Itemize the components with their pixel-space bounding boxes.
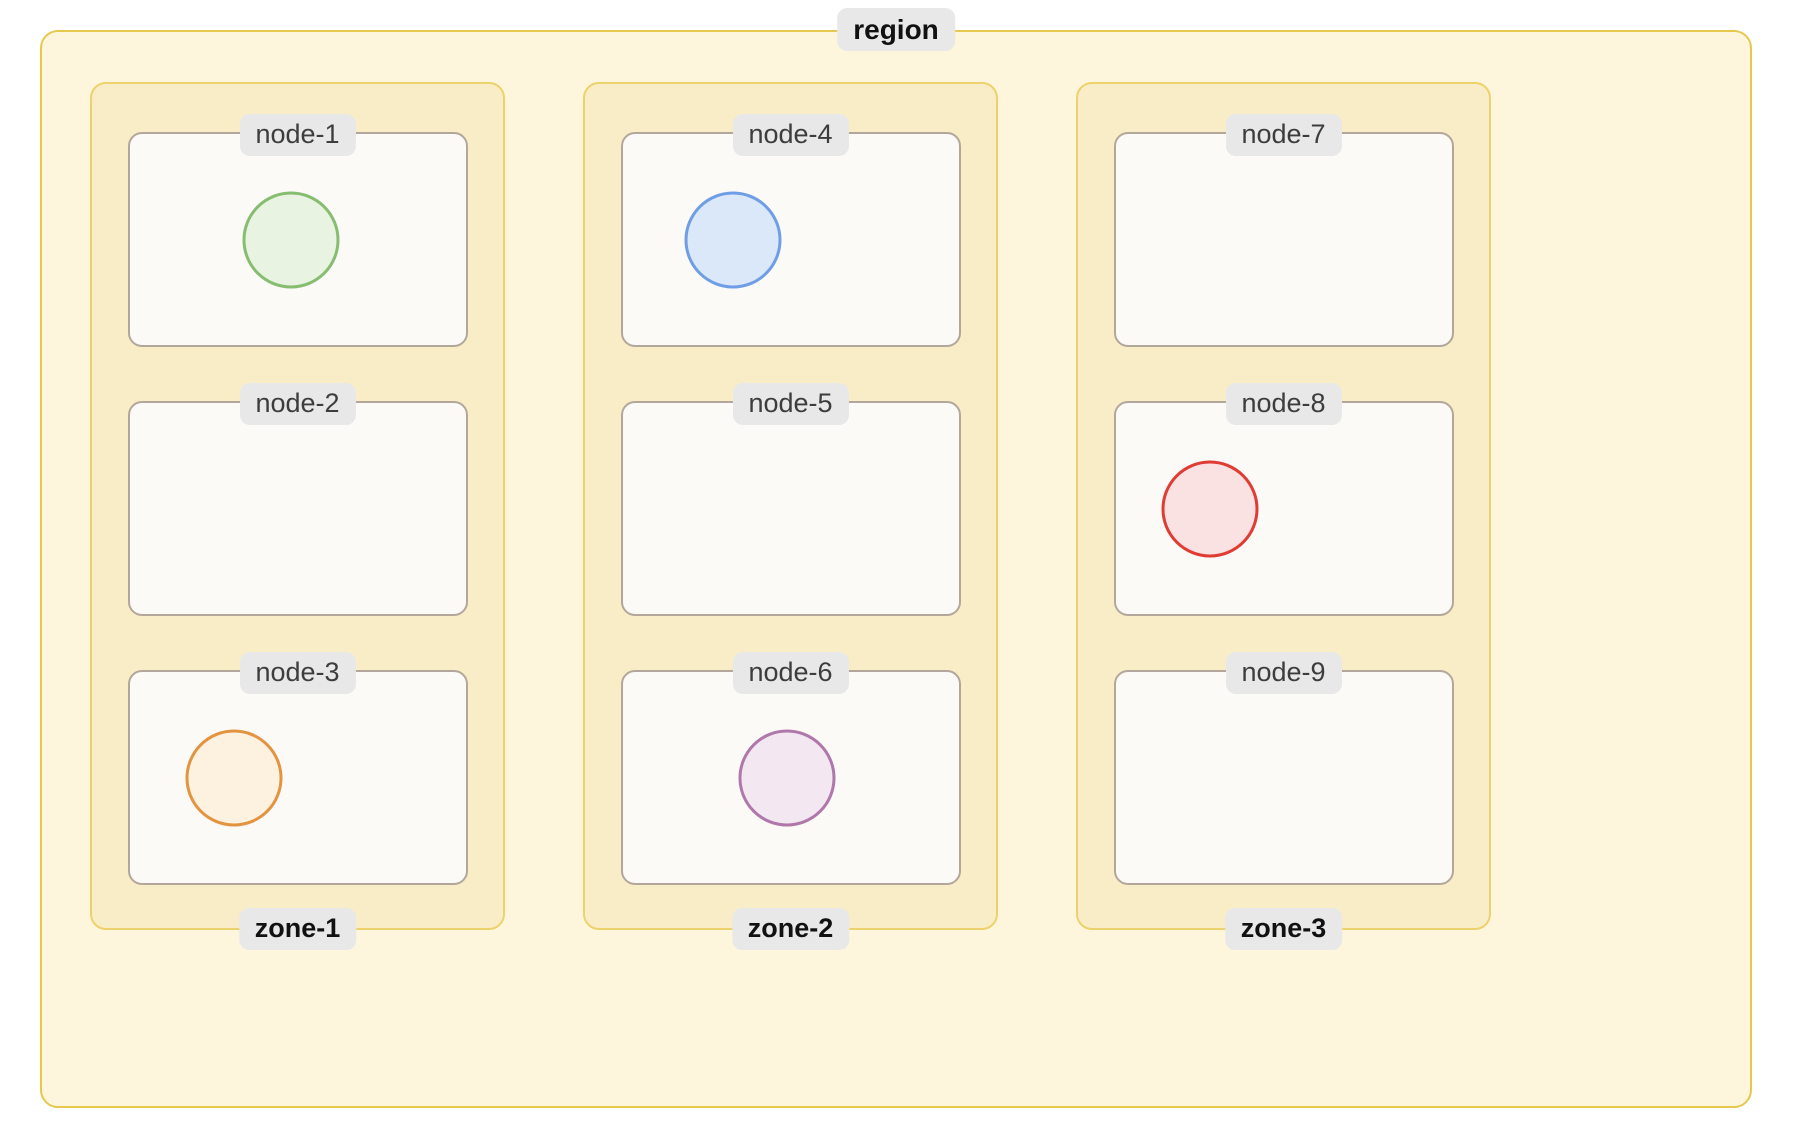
node-5-label: node-5 [732,383,849,425]
zone-1-label: zone-1 [238,908,357,950]
node-7-label: node-7 [1225,114,1342,156]
node-8-box: node-8 [1113,383,1454,616]
node-2-label: node-2 [239,383,356,425]
zone-2-label: zone-2 [731,908,850,950]
pod-circle-blue [684,191,782,288]
node-8-label: node-8 [1225,383,1342,425]
node-9-label: node-9 [1225,652,1342,694]
zones-row: node-1 node-2 node-3 zone-1 node-4 node-… [42,32,1491,950]
node-6-label: node-6 [732,652,849,694]
node-4-box: node-4 [620,114,961,347]
node-1-box: node-1 [127,114,468,347]
region-container: region node-1 node-2 node-3 zone-1 node-… [40,8,1752,1108]
node-4-label: node-4 [732,114,849,156]
node-3-label: node-3 [239,652,356,694]
pod-circle-purple [738,729,836,826]
node-9-box: node-9 [1113,652,1454,885]
node-1-label: node-1 [239,114,356,156]
pod-circle-orange [185,729,283,826]
pod-circle-green [242,191,340,288]
node-3-box: node-3 [127,652,468,885]
node-2-box: node-2 [127,383,468,616]
zone-2-container: node-4 node-5 node-6 zone-2 [583,82,998,950]
zone-1-container: node-1 node-2 node-3 zone-1 [90,82,505,950]
node-7-box: node-7 [1113,114,1454,347]
region-label: region [837,8,955,51]
node-6-box: node-6 [620,652,961,885]
pod-circle-red [1161,460,1259,557]
zone-3-label: zone-3 [1224,908,1343,950]
zone-3-container: node-7 node-8 node-9 zone-3 [1076,82,1491,950]
node-5-box: node-5 [620,383,961,616]
